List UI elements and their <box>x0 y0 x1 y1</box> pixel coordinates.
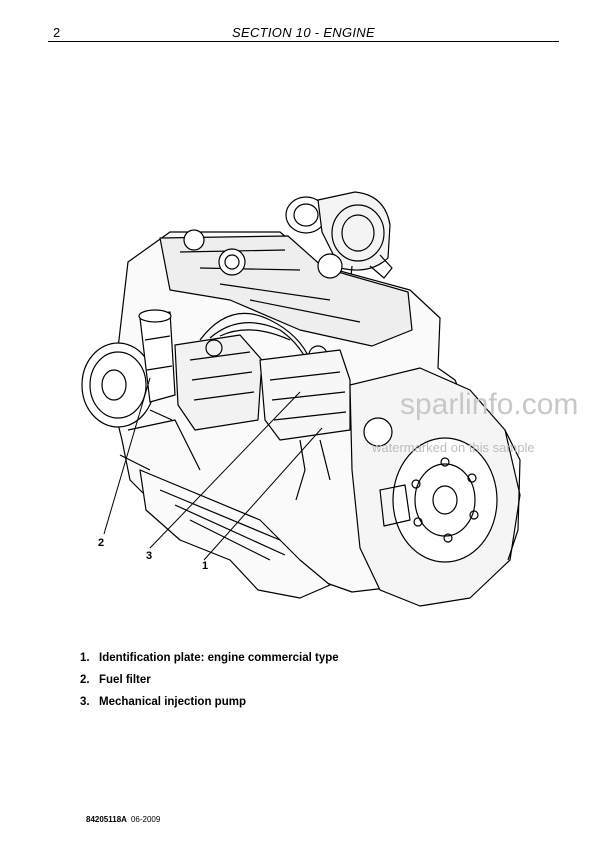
legend-item: 1. Identification plate: engine commercia… <box>80 652 339 674</box>
engine-drawing <box>81 191 521 607</box>
flywheel-housing <box>349 367 521 607</box>
section-title: SECTION 10 - ENGINE <box>232 25 375 40</box>
callout-3: 3 <box>146 550 153 562</box>
watermark-subtext: watermarked on this sample <box>372 440 535 455</box>
legend-item: 2. Fuel filter <box>80 674 339 696</box>
legend-number: 2. <box>80 674 90 686</box>
legend-item: 3. Mechanical injection pump <box>80 696 339 718</box>
callout-2: 2 <box>98 537 105 549</box>
legend-text: Fuel filter <box>99 674 151 686</box>
page-header: 2 SECTION 10 - ENGINE <box>48 22 559 42</box>
legend-number: 1. <box>80 652 90 664</box>
callout-1: 1 <box>202 560 209 572</box>
figure-legend: 1. Identification plate: engine commercia… <box>80 652 339 718</box>
watermark-text: sparlinfo.com <box>400 388 579 421</box>
legend-text: Identification plate: engine commercial … <box>99 652 339 664</box>
page-number: 2 <box>53 25 61 40</box>
document-code: 84205118A <box>86 815 127 824</box>
document-date: 06-2009 <box>130 815 161 824</box>
legend-number: 3. <box>80 696 90 708</box>
leader-lines <box>103 377 323 561</box>
fuel-filter-canister <box>138 309 176 403</box>
injection-pump <box>174 312 328 431</box>
legend-text: Mechanical injection pump <box>99 696 246 708</box>
engine-illustration: 2 3 1 sparlinfo.com watermarked on this … <box>81 191 579 607</box>
